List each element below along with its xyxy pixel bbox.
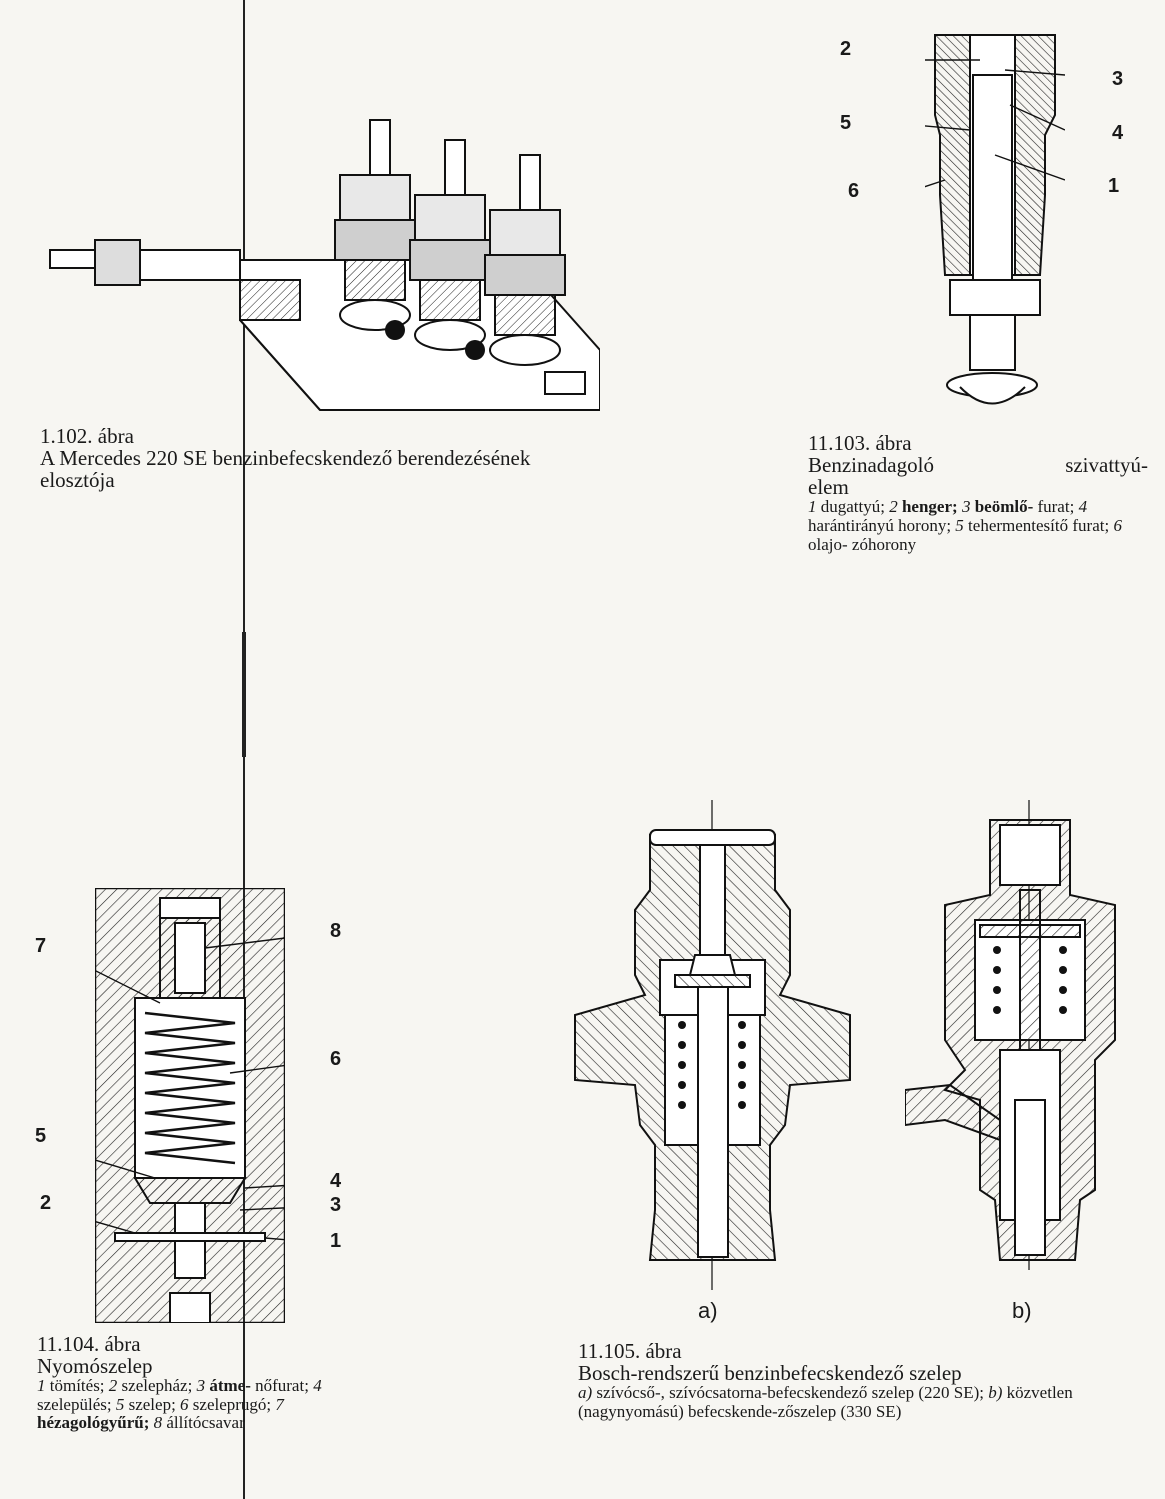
- fig103-callout-2: 2: [840, 38, 852, 60]
- figure-105a-illustration: [570, 800, 855, 1290]
- fig104-callout-6: 6: [330, 1048, 342, 1070]
- figure-103-title-line1: Benzinadagoló szivattyú-: [808, 453, 1148, 478]
- figure-105-number: 11.105. ábra: [578, 1339, 682, 1363]
- riser-3: [484, 154, 566, 366]
- fig105-sublabel-a: a): [698, 1298, 718, 1323]
- figure-102-title: A Mercedes 220 SE benzinbefecskendező be…: [40, 446, 531, 493]
- figure-103-number: 11.103. ábra: [808, 431, 912, 455]
- fig103-callout-1: 1: [1108, 175, 1120, 197]
- figure-103-caption: 11.103. ábra Benzinadagoló szivattyú- el…: [808, 432, 1148, 554]
- figure-104-number: 11.104. ábra: [37, 1332, 141, 1356]
- figure-103-title-line2: elem: [808, 475, 849, 500]
- fig103-callout-6: 6: [848, 180, 860, 202]
- figure-104-caption: 11.104. ábra Nyomószelep 1 tömítés; 2 sz…: [37, 1333, 362, 1433]
- figure-103-illustration: [925, 25, 1065, 425]
- fig104-callout-8: 8: [330, 920, 342, 942]
- fig103-callout-3: 3: [1112, 68, 1124, 90]
- fig104-callout-5: 5: [35, 1125, 47, 1147]
- fig104-callout-1: 1: [330, 1230, 342, 1252]
- figure-105-legend: a) szívócső-, szívócsatorna-befecskendez…: [578, 1383, 1073, 1421]
- fig105-sublabel-b: b): [1012, 1298, 1032, 1323]
- fig104-callout-7: 7: [35, 935, 47, 957]
- riser-1: [334, 119, 416, 331]
- figure-104-illustration: [95, 888, 285, 1323]
- fig103-callout-5: 5: [840, 112, 852, 134]
- figure-102-number: 1.102. ábra: [40, 424, 134, 448]
- figure-102-caption: 1.102. ábra A Mercedes 220 SE benzinbefe…: [40, 425, 595, 491]
- figure-105b-illustration: [905, 800, 1125, 1290]
- fig104-callout-2: 2: [40, 1192, 52, 1214]
- figure-105-caption: 11.105. ábra Bosch-rendszerű benzinbefec…: [578, 1340, 1113, 1421]
- fig103-callout-4: 4: [1112, 122, 1124, 144]
- figure-102-illustration: [40, 110, 600, 430]
- fig104-callout-3: 3: [330, 1194, 342, 1216]
- riser-2: [409, 139, 491, 351]
- figure-103-legend: 1 dugattyú; 2 henger; 3 beömlő- furat; 4…: [808, 497, 1122, 554]
- page-fold-line-thick: [242, 632, 246, 757]
- fig104-callout-4: 4: [330, 1170, 342, 1192]
- figure-104-title: Nyomószelep: [37, 1354, 153, 1379]
- figure-105-title: Bosch-rendszerű benzinbefecskendező szel…: [578, 1361, 962, 1386]
- figure-104-legend: 1 tömítés; 2 szelepház; 3 átme- nőfurat;…: [37, 1376, 322, 1433]
